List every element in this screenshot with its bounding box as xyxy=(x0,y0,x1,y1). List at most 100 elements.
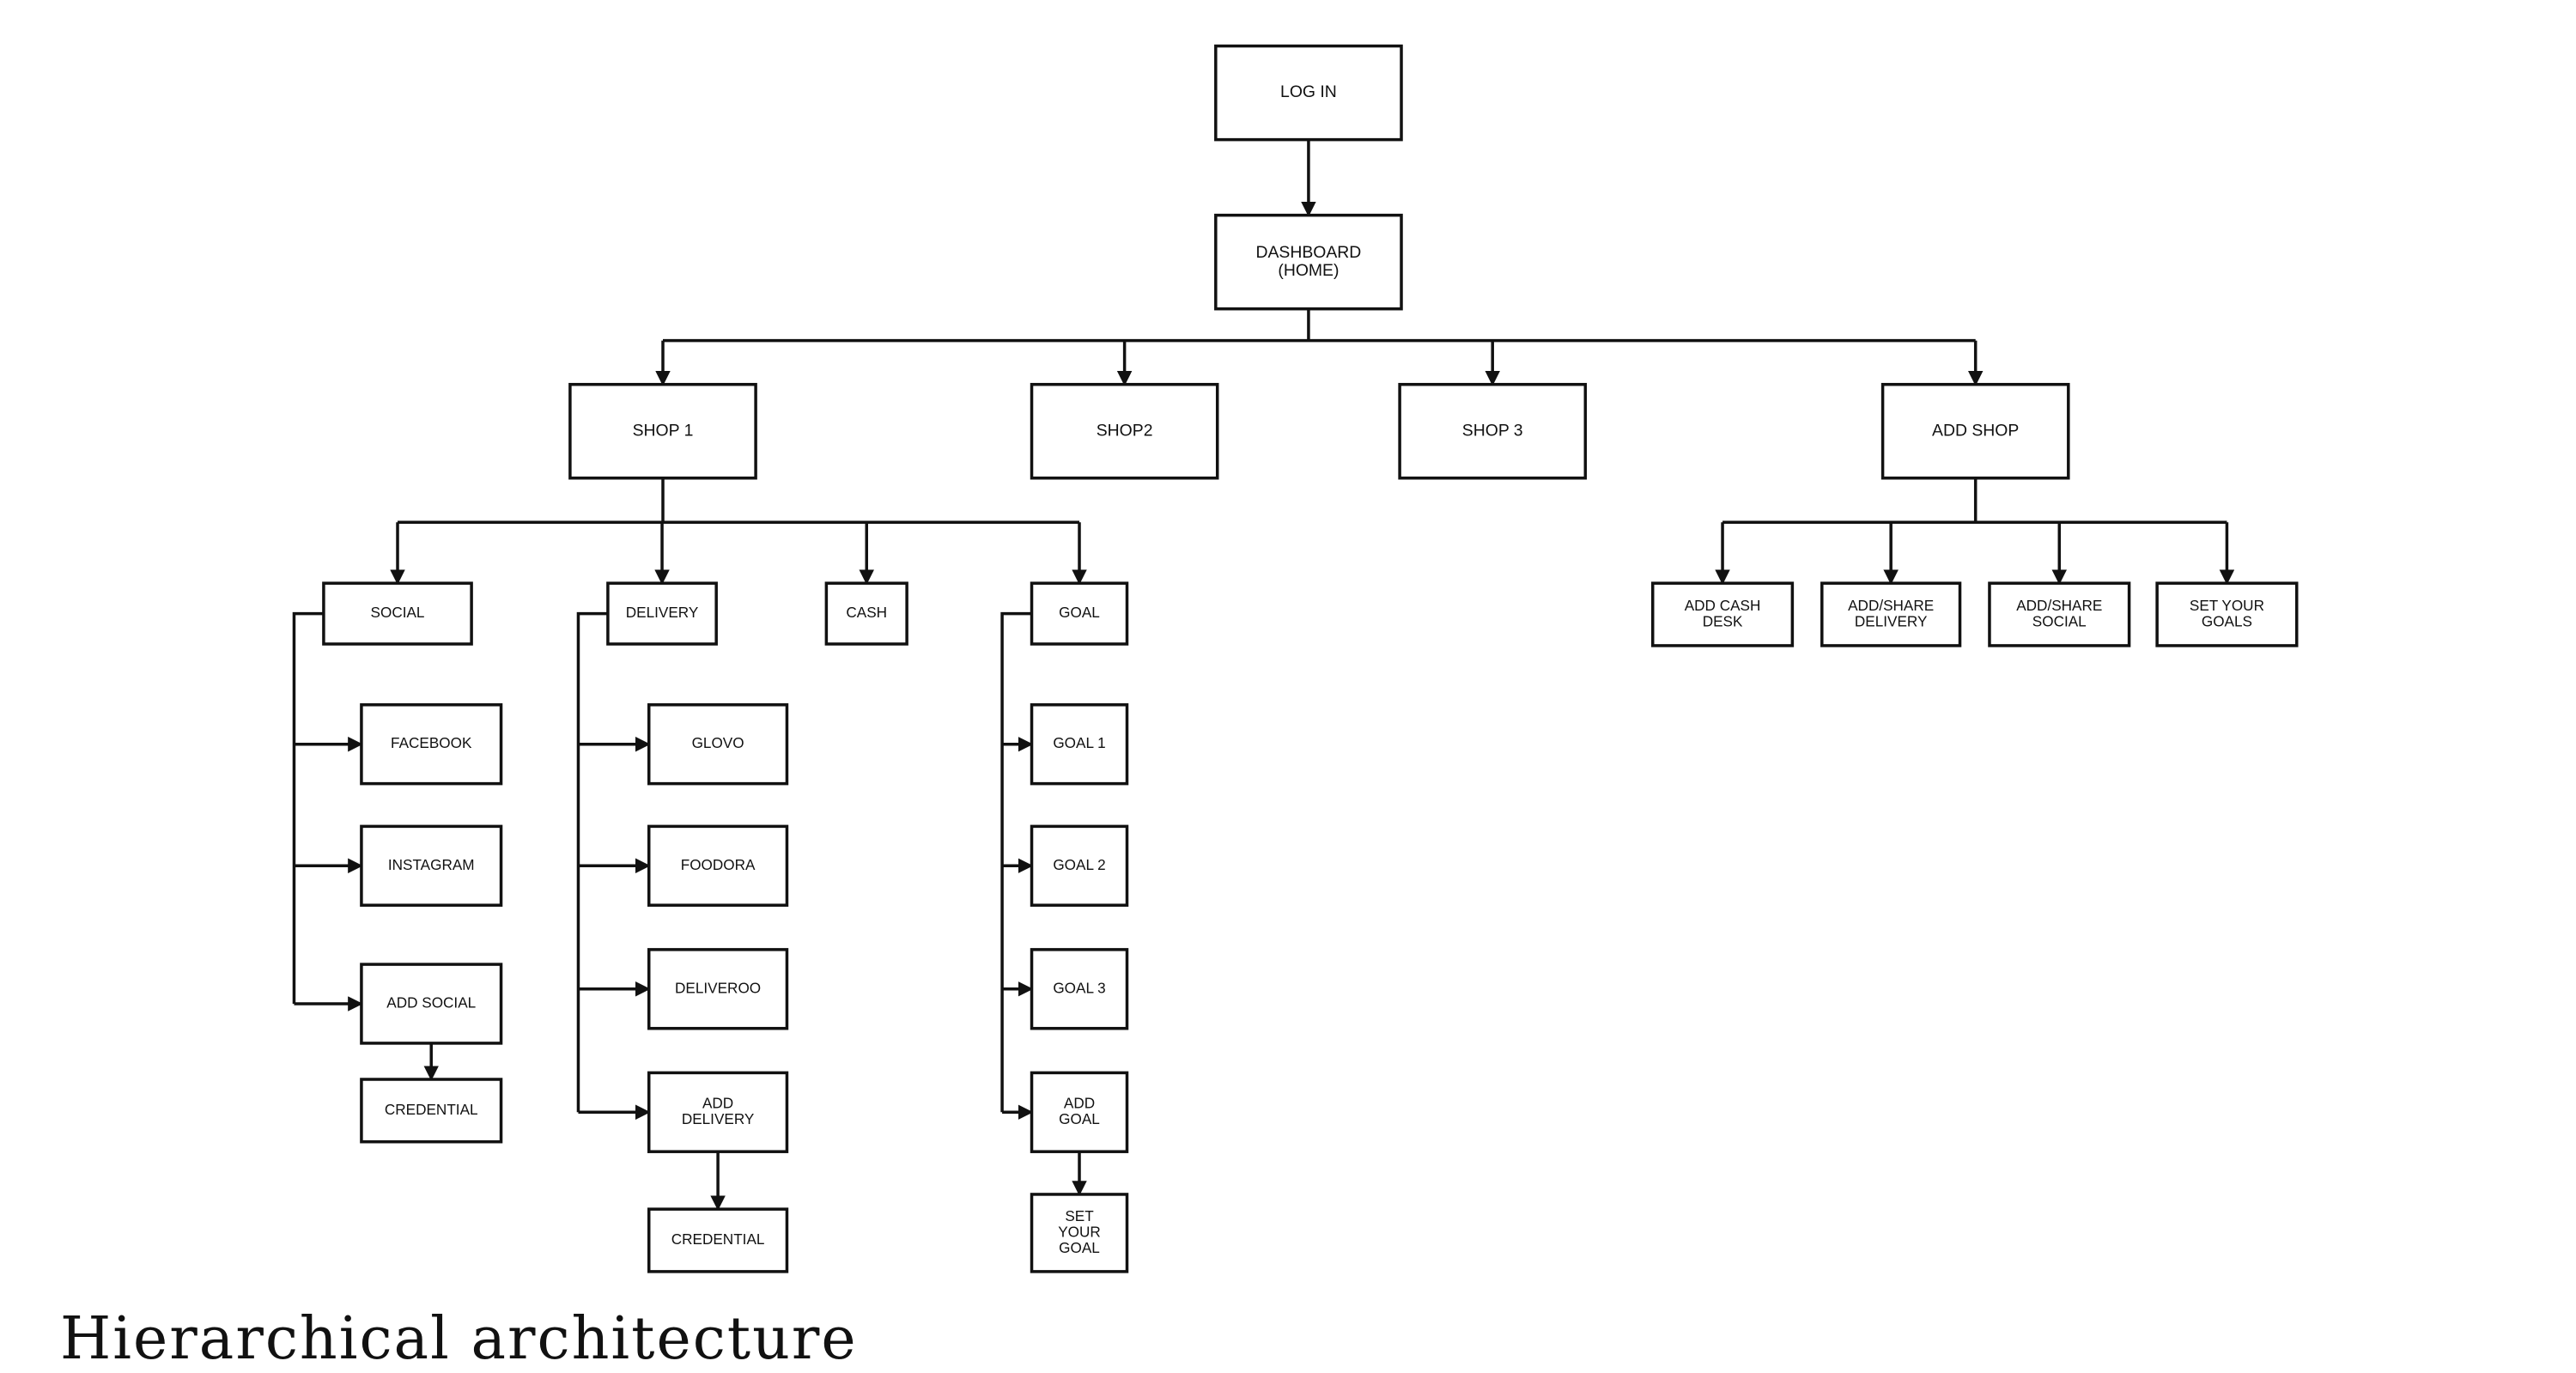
node-cash: CASH xyxy=(824,581,908,646)
node-label-goal2: GOAL 2 xyxy=(1053,856,1105,873)
node-box-instagram xyxy=(360,824,503,907)
node-box-foodora xyxy=(647,824,789,907)
node-label-addsharedelivery: ADD/SHARE xyxy=(1848,597,1934,614)
node-label-facebook: FACEBOOK xyxy=(391,734,472,751)
node-label-addshop: ADD SHOP xyxy=(1932,421,2019,440)
node-label-adddelivery: DELIVERY xyxy=(682,1110,755,1127)
node-label-deliveroo: DELIVEROO xyxy=(675,979,761,996)
node-label-dashboard: DASHBOARD xyxy=(1255,243,1361,262)
node-instagram: INSTAGRAM xyxy=(360,824,503,907)
node-label-credential1: CREDENTIAL xyxy=(385,1101,478,1118)
node-box-credential2 xyxy=(647,1207,789,1273)
node-facebook: FACEBOOK xyxy=(360,703,503,786)
node-label-social: SOCIAL xyxy=(371,604,425,621)
node-credential1: CREDENTIAL xyxy=(360,1078,503,1144)
node-label-addsharedelivery: DELIVERY xyxy=(1855,612,1928,629)
node-box-dashboard xyxy=(1214,213,1403,311)
node-label-shop2: SHOP2 xyxy=(1097,421,1153,440)
node-label-dashboard: (HOME) xyxy=(1278,261,1339,280)
node-login: LOG IN xyxy=(1214,44,1403,142)
node-label-setyourgoals: GOALS xyxy=(2202,612,2252,629)
node-shop1: SHOP 1 xyxy=(568,382,757,480)
node-dashboard: DASHBOARD(HOME) xyxy=(1214,213,1403,311)
node-label-adddelivery: ADD xyxy=(702,1095,733,1112)
node-goal: GOAL xyxy=(1030,581,1129,646)
node-box-deliveroo xyxy=(647,948,789,1030)
node-foodora: FOODORA xyxy=(647,824,789,907)
node-delivery: DELIVERY xyxy=(606,581,718,646)
node-box-cash xyxy=(824,581,908,646)
node-social: SOCIAL xyxy=(322,581,473,646)
node-box-glovo xyxy=(647,703,789,786)
node-label-shop3: SHOP 3 xyxy=(1462,421,1523,440)
node-label-setyourgoal: YOUR xyxy=(1058,1223,1101,1240)
node-label-addcashdesk: ADD CASH xyxy=(1685,597,1761,614)
node-label-addsharesocial: ADD/SHARE xyxy=(2016,597,2102,614)
node-credential2: CREDENTIAL xyxy=(647,1207,789,1273)
node-label-login: LOG IN xyxy=(1280,82,1337,101)
node-label-delivery: DELIVERY xyxy=(626,604,699,621)
node-label-goal1: GOAL 1 xyxy=(1053,734,1105,751)
node-label-glovo: GLOVO xyxy=(692,734,744,751)
node-shop3: SHOP 3 xyxy=(1398,382,1588,480)
node-box-addgoal xyxy=(1030,1071,1129,1153)
node-box-setyourgoals xyxy=(2155,581,2299,647)
caption-fragment: Hierarchical architecture xyxy=(60,1305,858,1373)
node-box-addsharedelivery xyxy=(1820,581,1962,647)
node-box-goal1 xyxy=(1030,703,1129,786)
node-label-addcashdesk: DESK xyxy=(1703,612,1743,629)
node-layer: LOG IN DASHBOARD(HOME) SHOP 1 SHOP2 SHOP 3 AD… xyxy=(322,44,2299,1273)
edge-spine-goal xyxy=(1000,611,1032,1113)
node-label-cash: CASH xyxy=(846,604,887,621)
node-label-setyourgoal: SET xyxy=(1065,1207,1094,1224)
node-deliveroo: DELIVEROO xyxy=(647,948,789,1030)
node-box-shop3 xyxy=(1398,382,1588,480)
node-label-addgoal: GOAL xyxy=(1059,1110,1100,1127)
node-addshop: ADD SHOP xyxy=(1880,382,2070,480)
node-goal3: GOAL 3 xyxy=(1030,948,1129,1030)
node-label-addsocial: ADD SOCIAL xyxy=(386,994,476,1012)
node-box-addsocial xyxy=(360,963,503,1045)
node-glovo: GLOVO xyxy=(647,703,789,786)
node-label-goal: GOAL xyxy=(1059,604,1100,621)
node-box-facebook xyxy=(360,703,503,786)
node-label-addsharesocial: SOCIAL xyxy=(2032,612,2087,629)
node-box-social xyxy=(322,581,473,646)
node-box-delivery xyxy=(606,581,718,646)
node-box-addcashdesk xyxy=(1650,581,1795,647)
connector-layer xyxy=(292,139,2235,1211)
node-label-addgoal: ADD xyxy=(1064,1095,1095,1112)
node-box-addshop xyxy=(1880,382,2070,480)
node-box-goal2 xyxy=(1030,824,1129,907)
node-label-instagram: INSTAGRAM xyxy=(388,856,475,873)
node-box-adddelivery xyxy=(647,1071,789,1153)
node-box-goal3 xyxy=(1030,948,1129,1030)
node-box-goal xyxy=(1030,581,1129,646)
node-label-shop1: SHOP 1 xyxy=(633,421,694,440)
node-goal1: GOAL 1 xyxy=(1030,703,1129,786)
edge-spine-delivery xyxy=(576,611,608,1113)
node-box-shop1 xyxy=(568,382,757,480)
node-label-setyourgoals: SET YOUR xyxy=(2190,597,2264,614)
edge-spine-social xyxy=(292,611,324,1005)
node-box-setyourgoal xyxy=(1030,1193,1129,1273)
node-label-goal3: GOAL 3 xyxy=(1053,979,1105,996)
node-box-addsharesocial xyxy=(1988,581,2131,647)
node-addsocial: ADD SOCIAL xyxy=(360,963,503,1045)
node-box-credential1 xyxy=(360,1078,503,1144)
node-box-login xyxy=(1214,44,1403,142)
node-box-shop2 xyxy=(1030,382,1219,480)
node-shop2: SHOP2 xyxy=(1030,382,1219,480)
node-goal2: GOAL 2 xyxy=(1030,824,1129,907)
node-label-foodora: FOODORA xyxy=(681,856,756,873)
node-label-setyourgoal: GOAL xyxy=(1059,1239,1100,1256)
node-label-credential2: CREDENTIAL xyxy=(671,1230,765,1248)
